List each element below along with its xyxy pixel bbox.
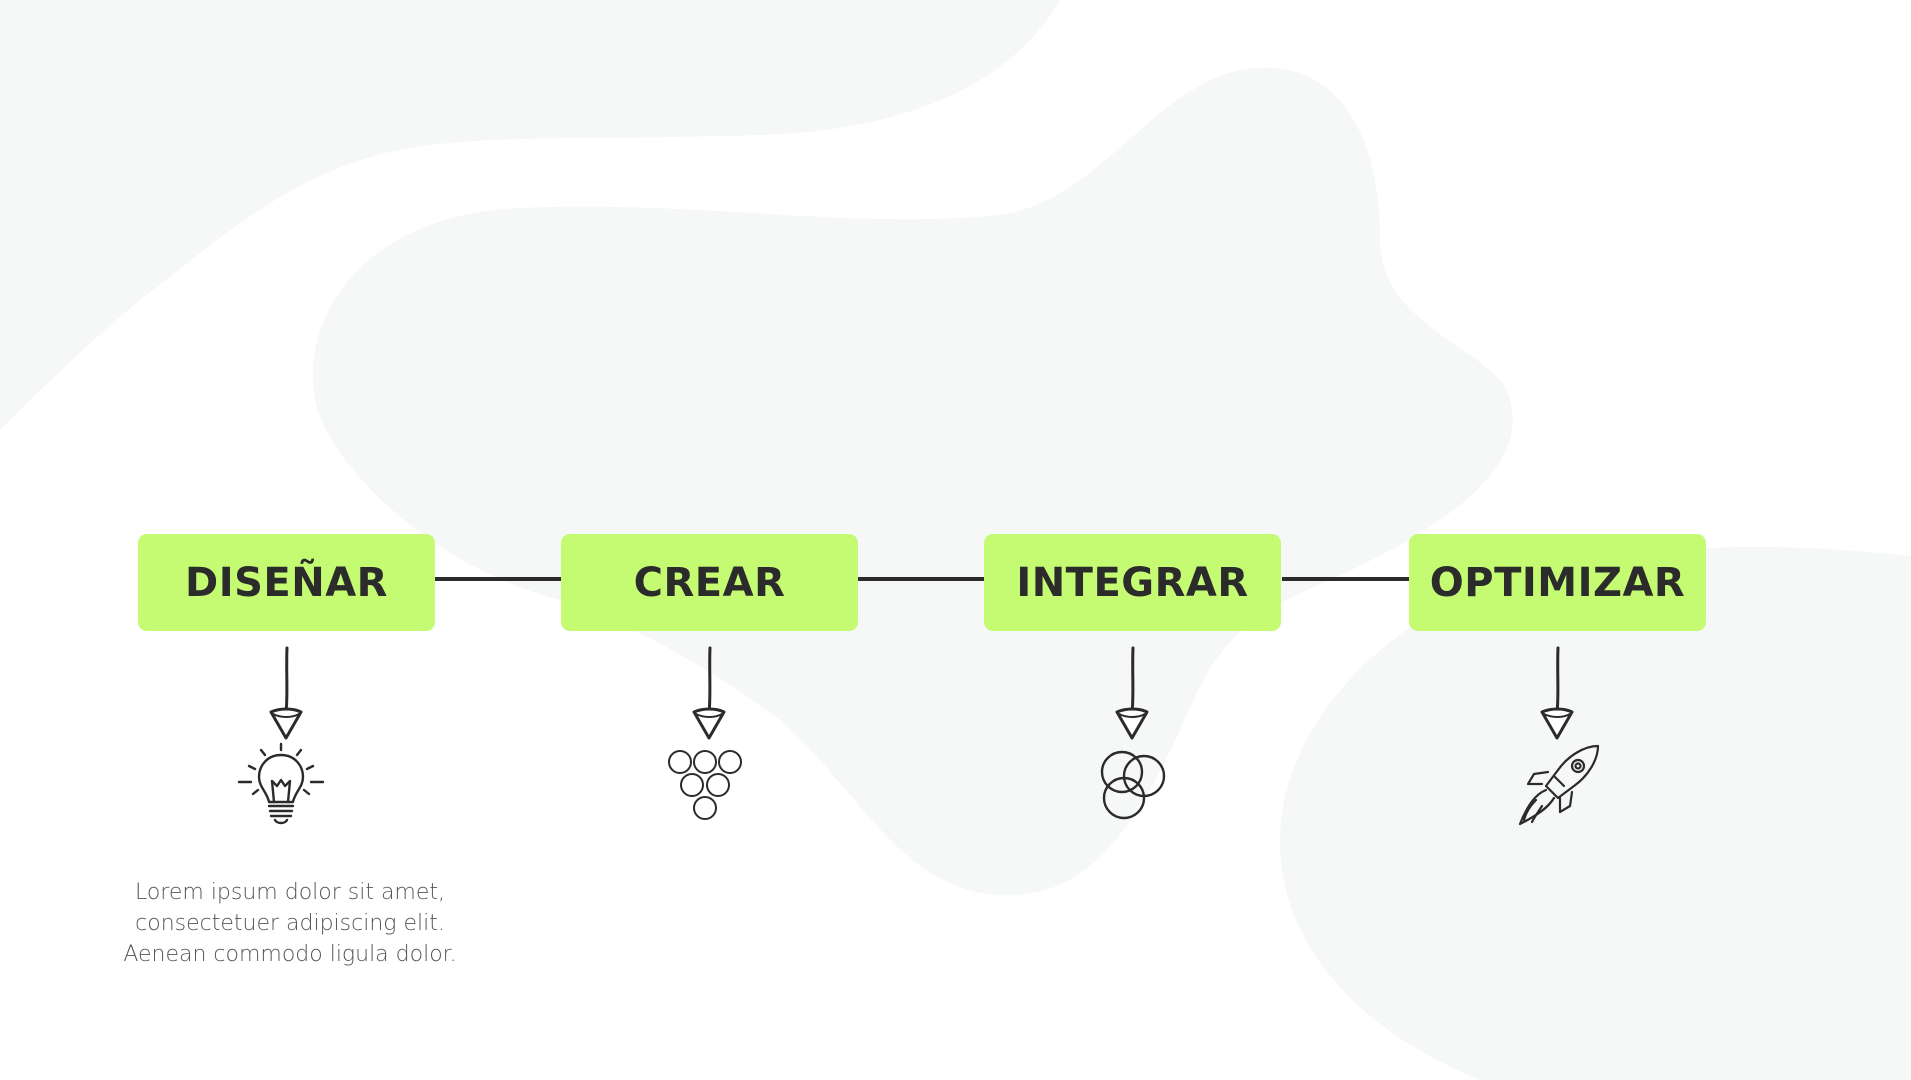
description-line-1: Lorem ipsum dolor sit amet, [134, 880, 446, 905]
step-integrar: INTEGRAR [984, 534, 1281, 631]
step-title: INTEGRAR [1016, 559, 1249, 606]
circles-cluster-icon [668, 750, 742, 820]
lightbulb-icon [237, 742, 325, 825]
step-box: CREAR [561, 534, 858, 631]
top-left-blob [0, 0, 1060, 430]
down-arrow-icon [1115, 646, 1149, 740]
connector-line-3 [1282, 577, 1412, 581]
center-blob [312, 67, 1513, 896]
connector-line-2 [858, 577, 988, 581]
step-crear: CREAR [561, 534, 858, 631]
step-disenar: DISEÑAR [138, 534, 435, 631]
step-optimizar: OPTIMIZAR [1409, 534, 1706, 631]
down-arrow-icon [269, 646, 303, 740]
down-arrow-icon [1540, 646, 1574, 740]
right-blob [1280, 546, 1911, 1080]
step-title: DISEÑAR [185, 559, 388, 606]
down-arrow-icon [692, 646, 726, 740]
step-box: INTEGRAR [984, 534, 1281, 631]
rocket-icon [1518, 744, 1600, 826]
step-box: DISEÑAR [138, 534, 435, 631]
step-description: Lorem ipsum dolor sit amet, consectetuer… [90, 877, 490, 970]
overlapping-circles-icon [1100, 750, 1166, 820]
connector-line-1 [432, 577, 562, 581]
step-title: OPTIMIZAR [1429, 559, 1686, 606]
step-title: CREAR [633, 559, 786, 606]
description-line-2: consectetuer adipiscing elit. [135, 911, 445, 936]
description-line-3: Aenean commodo ligula dolor. [123, 942, 457, 967]
step-box: OPTIMIZAR [1409, 534, 1706, 631]
